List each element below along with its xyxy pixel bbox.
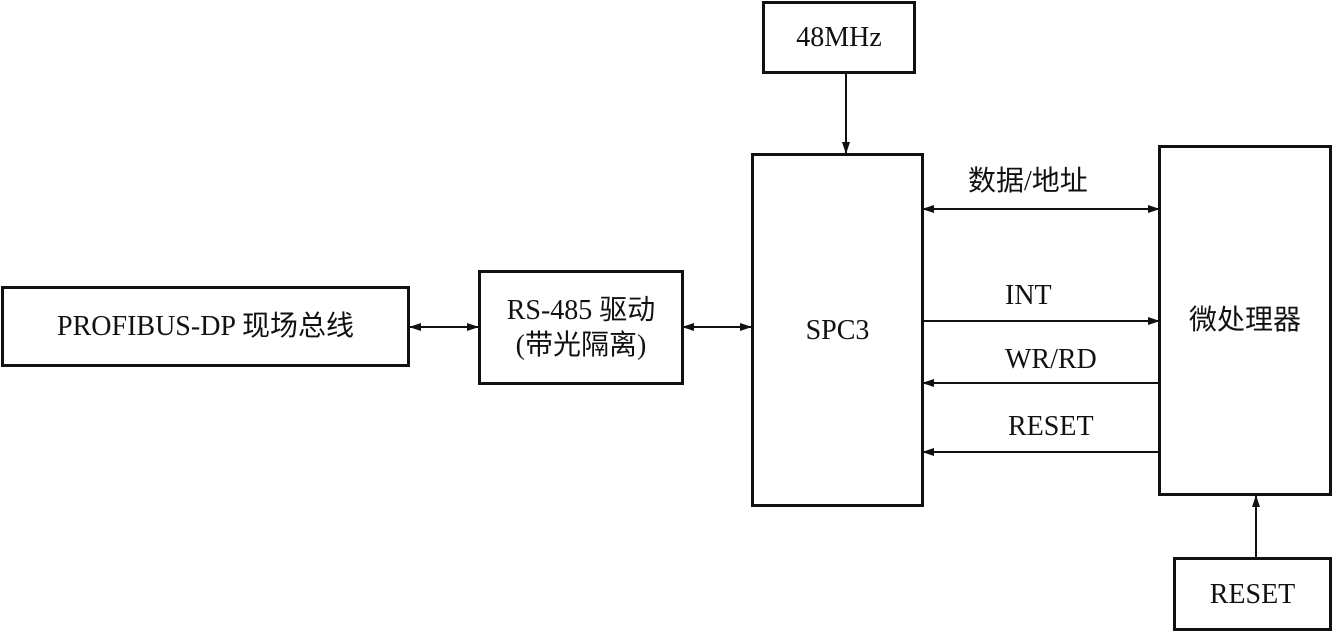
spc3-block: SPC3 [751, 153, 924, 507]
mcu-label: 微处理器 [1188, 305, 1301, 336]
reset-source-block: RESET [1173, 557, 1332, 631]
fieldbus-block: PROFIBUS-DP 现场总线 [1, 286, 410, 367]
data-address-label: 数据/地址 [968, 166, 1088, 197]
driver-label-line2: (带光隔离) [515, 329, 647, 361]
mcu-block: 微处理器 [1158, 145, 1332, 496]
spc3-label: SPC3 [805, 314, 870, 346]
fieldbus-label: PROFIBUS-DP 现场总线 [57, 311, 354, 342]
driver-label-line1: RS-485 驱动 [506, 294, 656, 326]
reset-source-label: RESET [1209, 578, 1296, 610]
clock-label: 48MHz [796, 22, 882, 53]
clock-block: 48MHz [762, 1, 916, 74]
int-label: INT [1005, 280, 1052, 311]
rs485-driver-block: RS-485 驱动 (带光隔离) [478, 270, 684, 385]
reset-signal-label: RESET [1008, 411, 1094, 442]
wr-rd-label: WR/RD [1005, 344, 1097, 375]
